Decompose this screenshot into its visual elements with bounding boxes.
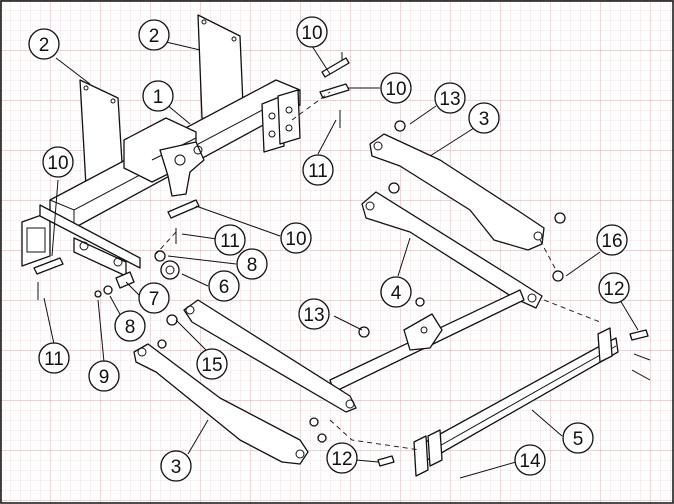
svg-text:7: 7 (149, 289, 160, 310)
svg-text:12: 12 (331, 449, 352, 470)
callout-11a: 11 (302, 154, 334, 186)
callout-10b: 10 (380, 72, 412, 104)
callout-13b: 13 (298, 298, 330, 330)
hitch-clamp (39, 204, 141, 269)
washer-8-lower (103, 285, 113, 295)
callout-13a: 13 (434, 82, 466, 114)
svg-text:12: 12 (603, 279, 624, 300)
assembly-line-b (543, 299, 601, 323)
callout-10d: 10 (280, 222, 312, 254)
ring-9 (94, 290, 102, 298)
svg-text:8: 8 (247, 255, 258, 276)
svg-text:8: 8 (125, 317, 136, 338)
svg-text:6: 6 (219, 277, 230, 298)
lift-arm-lower (133, 343, 309, 465)
callout-7: 7 (138, 282, 170, 314)
svg-text:11: 11 (44, 349, 64, 370)
mount-plate-b (277, 89, 301, 145)
pin-10-left (33, 257, 64, 275)
bushing-upper-right (554, 212, 566, 224)
bushing-lower-left (157, 339, 167, 349)
callout-15: 15 (196, 348, 228, 380)
callout-3b: 3 (160, 450, 192, 482)
callout-6: 6 (208, 270, 240, 302)
callout-1: 1 (142, 80, 174, 112)
callout-12a: 12 (598, 272, 630, 304)
callout-4: 4 (380, 276, 412, 308)
rail-end-bracket-right (597, 327, 613, 363)
bushing-13-center (358, 326, 370, 338)
bushing-lower-right-b (317, 433, 327, 443)
pin-10-top-b (319, 83, 350, 99)
receiver-hitch (21, 211, 51, 267)
callout-2b: 2 (138, 19, 170, 51)
svg-text:2: 2 (39, 35, 50, 56)
svg-text:11: 11 (220, 231, 240, 252)
svg-text:13: 13 (439, 89, 460, 110)
svg-text:9: 9 (99, 367, 110, 388)
svg-text:13: 13 (303, 305, 324, 326)
assembly-line-c (329, 419, 421, 451)
svg-text:10: 10 (385, 79, 406, 100)
rail-end-bracket-left (413, 435, 429, 477)
svg-text:16: 16 (601, 231, 622, 252)
callout-8a: 8 (236, 248, 268, 280)
svg-text:14: 14 (519, 451, 541, 472)
assembly-line-e (155, 231, 177, 255)
leader-lines (43, 41, 639, 479)
bushing-upper-mid (388, 182, 400, 194)
callout-10c: 10 (42, 146, 74, 178)
cross-arm-4 (361, 191, 543, 309)
callout-11c: 11 (38, 342, 70, 374)
pin-10-mid (167, 199, 200, 219)
assembly-line-a (539, 239, 557, 271)
svg-text:10: 10 (47, 153, 68, 174)
frame-gusset (159, 141, 205, 197)
callout-9: 9 (88, 360, 120, 392)
bushing-7 (115, 271, 135, 289)
center-bracket (403, 313, 443, 351)
svg-text:1: 1 (153, 87, 164, 108)
svg-text:10: 10 (301, 23, 322, 44)
pin-12-left (377, 455, 395, 467)
roller-6 (160, 260, 180, 280)
bushing-13-top (394, 120, 406, 132)
svg-text:4: 4 (391, 283, 402, 304)
pin-12-right (629, 329, 649, 341)
callout-11b: 11 (214, 224, 246, 256)
callout-8b: 8 (114, 310, 146, 342)
callout-16: 16 (596, 224, 628, 256)
svg-text:11: 11 (308, 161, 328, 182)
callout-14: 14 (514, 444, 546, 476)
svg-text:3: 3 (171, 457, 182, 478)
callout-10a: 10 (296, 16, 328, 48)
bushing-16 (552, 270, 564, 282)
svg-text:5: 5 (573, 429, 584, 450)
callout-2a: 2 (28, 28, 60, 60)
callout-3a: 3 (468, 102, 500, 134)
svg-text:2: 2 (149, 26, 160, 47)
callout-5: 5 (562, 422, 594, 454)
svg-text:10: 10 (285, 229, 306, 250)
svg-text:3: 3 (479, 109, 490, 130)
svg-text:15: 15 (201, 355, 222, 376)
assembly-line-d (291, 91, 331, 121)
bushing-lower-right-a (309, 417, 319, 427)
bushing-mid (415, 297, 425, 307)
callout-12b: 12 (326, 442, 358, 474)
bushing-15 (166, 314, 178, 326)
lower-arm-15 (183, 299, 357, 413)
washer-8-upper (154, 250, 166, 262)
